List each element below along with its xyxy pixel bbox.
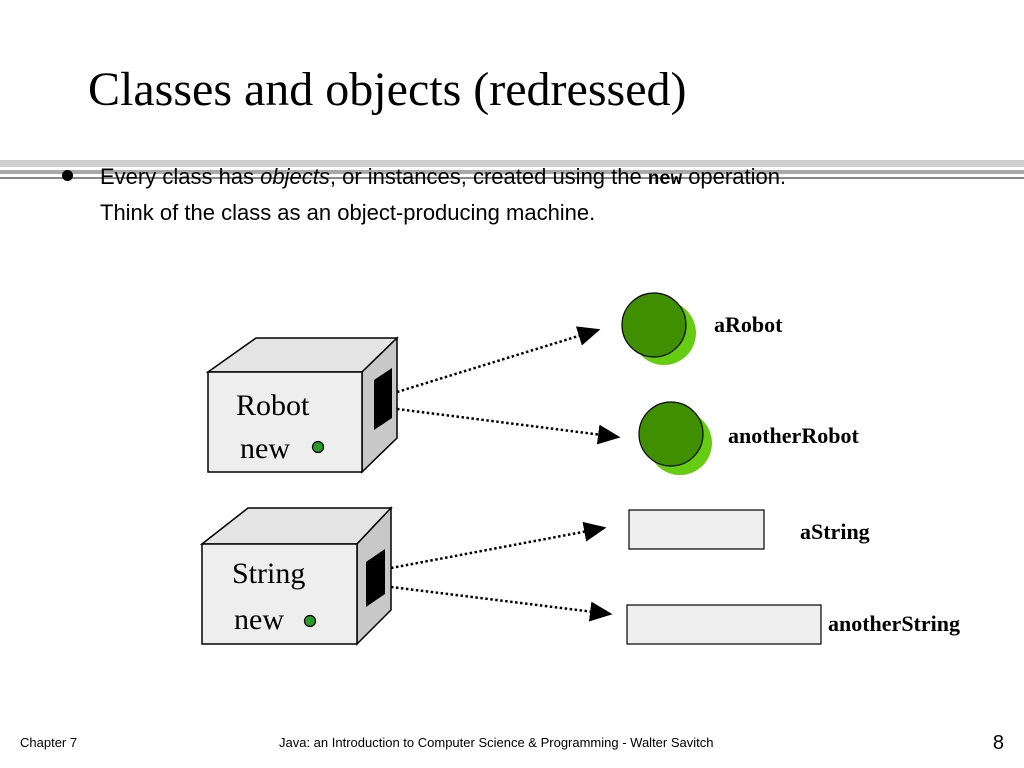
anotherstring-label: anotherString <box>828 611 960 636</box>
arrow-to-anotherrobot <box>396 407 621 445</box>
arrow-to-arobot <box>396 326 601 394</box>
arrow-to-anotherstring <box>390 585 613 622</box>
string-new-label: new <box>234 603 284 636</box>
page-number: 8 <box>992 732 1004 754</box>
robot-new-dot[interactable] <box>311 440 325 454</box>
astring-label: aString <box>800 519 870 544</box>
anotherstring-object <box>626 604 822 645</box>
footer-chapter: Chapter 7 <box>20 735 78 750</box>
page-title: Classes and objects (redressed) <box>88 63 687 116</box>
anotherrobot-object <box>638 401 712 475</box>
bullet-text: Every class has objects, or instances, c… <box>100 164 787 225</box>
arobot-object <box>621 292 696 365</box>
string-machine-box <box>199 506 393 646</box>
robot-new-label: new <box>240 432 290 465</box>
footer-book: Java: an Introduction to Computer Scienc… <box>279 735 714 750</box>
robot-class-label: Robot <box>236 389 310 422</box>
arrow-to-astring <box>390 521 607 570</box>
astring-object <box>628 509 765 550</box>
arobot-label: aRobot <box>714 312 783 337</box>
bullet-icon <box>62 170 73 181</box>
anotherrobot-label: anotherRobot <box>728 423 859 448</box>
robot-machine-box <box>205 336 399 474</box>
string-class-label: String <box>232 557 306 590</box>
string-new-dot[interactable] <box>303 614 317 628</box>
